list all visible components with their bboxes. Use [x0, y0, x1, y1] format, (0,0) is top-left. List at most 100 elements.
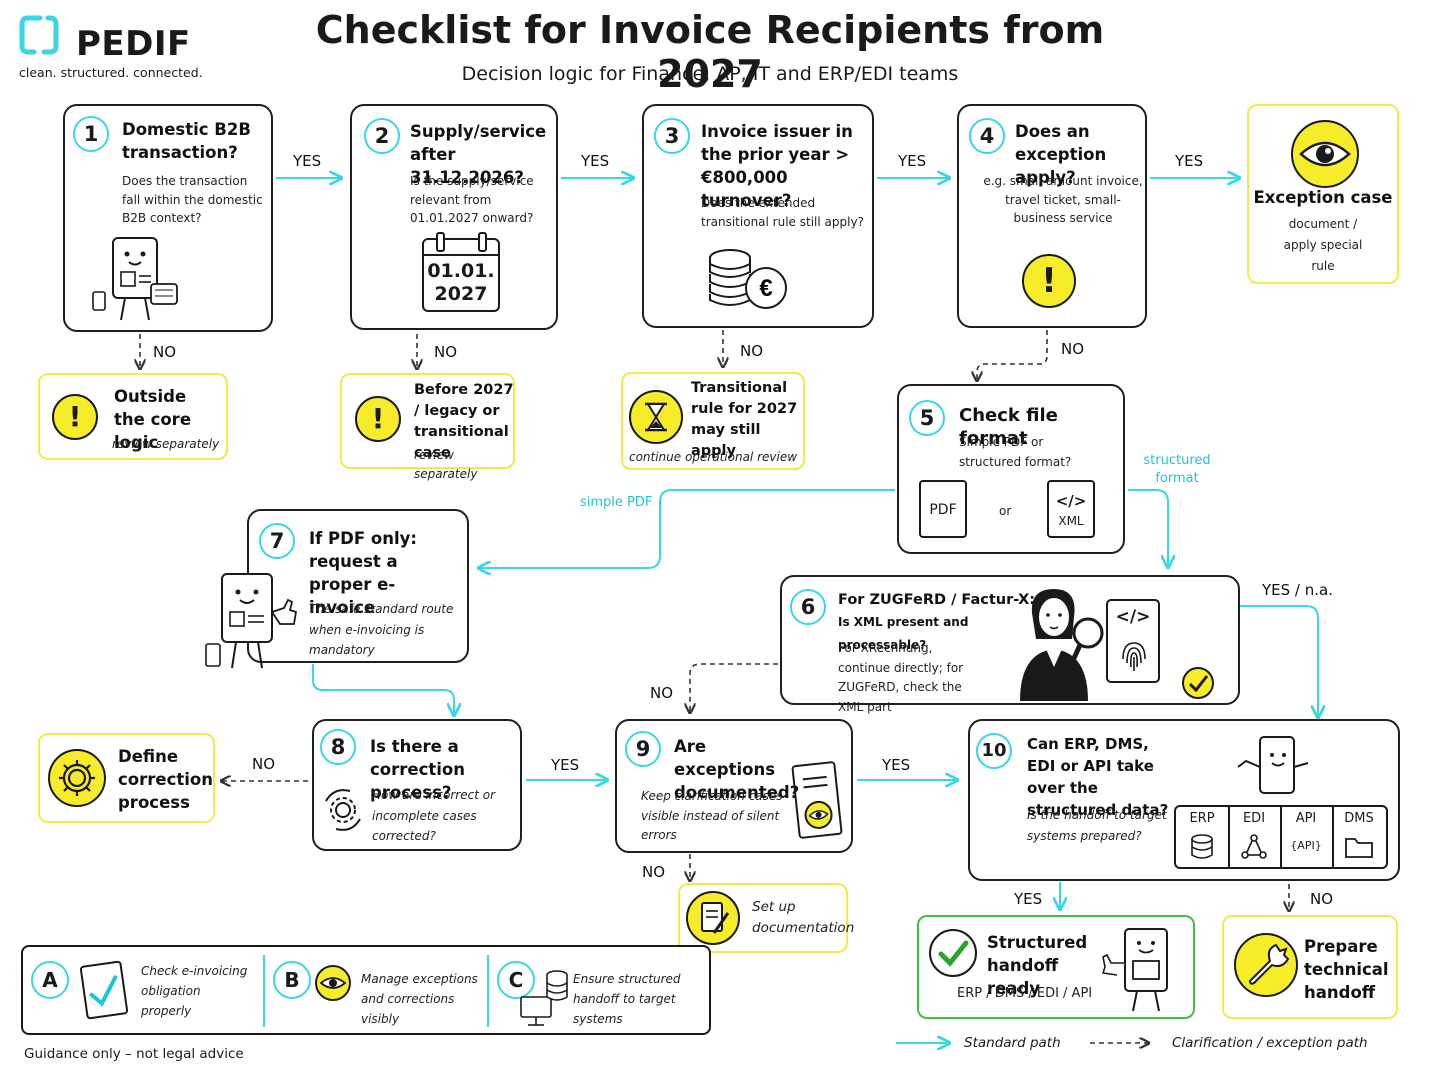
step-6-description: For XRechnung, continue directly; for ZU…: [838, 641, 964, 714]
step-5-number: 5: [909, 400, 945, 436]
exception-case-title: Exception case: [1253, 188, 1393, 207]
exclamation-icon: !: [52, 394, 98, 440]
database-monitor-icon: [520, 970, 568, 1026]
edge-1-yes-label: YES: [293, 152, 322, 170]
summary-text-c: Ensure structured handoff to target syst…: [573, 972, 681, 1026]
legal-disclaimer: Guidance only – not legal advice: [24, 1046, 244, 1062]
target-systems-panel: ERP EDI API {API} DMS: [1174, 805, 1388, 869]
edge-5-7: [480, 489, 895, 568]
wrench-icon: [1234, 933, 1298, 997]
step-3-number: 3: [654, 118, 690, 154]
handoff-ready-systems: ERP / DMS / EDI / API: [957, 986, 1093, 1001]
edge-1-no-label: NO: [153, 343, 177, 361]
summary-letter-b: B: [273, 961, 311, 999]
step-3-title: Invoice issuer in the prior year > €800,…: [701, 122, 853, 210]
system-erp-label: ERP: [1189, 811, 1215, 826]
step-5-card: 5 Check file format Simple PDF or struct…: [897, 384, 1125, 554]
step-9-description: Keep clarification cases visible instead…: [641, 789, 783, 842]
edge-structured-format-label: structured format: [1143, 453, 1211, 486]
legend-standard-path: Standard path: [964, 1035, 1061, 1051]
step-9-title: Are exceptions documented?: [674, 737, 800, 802]
step-8-title: Is there a correction process?: [370, 737, 465, 802]
xml-file-icon: </> XML: [1047, 480, 1095, 538]
outside-core-card: ! Outside the core logic review separate…: [38, 373, 228, 460]
step-8-number: 8: [320, 729, 356, 765]
eye-icon: [1291, 120, 1359, 188]
step-4-title: Does an exception apply?: [1015, 122, 1107, 187]
document-mascot-icon: [92, 237, 178, 321]
step-5-title: Check file format: [959, 405, 1058, 449]
step-9-card: 9 Are exceptions documented? Keep clarif…: [615, 719, 853, 853]
eye-icon: [803, 799, 834, 831]
exclamation-icon: !: [1022, 254, 1076, 308]
edge-4-no: [977, 330, 1048, 380]
hourglass-icon: [629, 390, 683, 444]
step-7-number: 7: [259, 523, 295, 559]
step-2-title: Supply/service after 31.12.2026?: [410, 122, 547, 187]
format-or-label: or: [999, 504, 1012, 518]
legend-exception-path: Clarification / exception path: [1172, 1035, 1368, 1051]
edge-6-no: [690, 663, 778, 712]
step-9-number: 9: [625, 731, 661, 767]
checkmark-icon: [1182, 667, 1214, 699]
outside-core-description: review separately: [112, 437, 220, 451]
step-4-number: 4: [969, 118, 1005, 154]
xml-fingerprint-doc-icon: </>: [1106, 599, 1160, 683]
code-symbol: </>: [1115, 607, 1151, 627]
step-2-number: 2: [364, 118, 400, 154]
summary-text-b: Manage exceptions and corrections visibl…: [361, 972, 478, 1026]
edge-3-no-label: NO: [740, 342, 764, 360]
brand-name: PEDIF: [76, 24, 191, 64]
coins-euro-icon: €: [709, 249, 787, 309]
step-10-description: Is the handoff to target systems prepare…: [1027, 808, 1167, 843]
exception-case-card: Exception case document / apply special …: [1247, 104, 1399, 284]
exception-case-description: document / apply special rule: [1283, 217, 1363, 273]
transitional-rule-card: Transitional rule for 2027 may still app…: [621, 372, 805, 470]
define-correction-title: Define correction process: [118, 747, 213, 812]
transitional-rule-title: Transitional rule for 2027 may still app…: [691, 380, 798, 459]
handoff-ready-card: Structured handoff ready ERP / DMS / EDI…: [917, 915, 1195, 1019]
page-title: Checklist for Invoice Recipients from 20…: [315, 8, 1105, 96]
step-10-number: 10: [976, 733, 1012, 769]
edge-2-yes-label: YES: [581, 152, 610, 170]
handoff-ready-title: Structured handoff ready: [987, 933, 1088, 998]
summary-text-a: Check e-invoicing obligation properly: [141, 964, 248, 1018]
euro-symbol: €: [759, 275, 772, 302]
summary-item-c: C Ensure structured handoff to target sy…: [489, 947, 709, 1033]
eye-document-icon: [315, 965, 351, 1001]
network-icon: [1241, 834, 1267, 859]
set-up-documentation-title: Set up documentation: [752, 899, 855, 936]
transitional-rule-description: continue operational review: [628, 450, 798, 464]
outside-core-title: Outside the core logic: [114, 387, 192, 452]
system-erp: ERP: [1176, 807, 1230, 867]
edge-5-6: [1128, 489, 1168, 566]
prepare-handoff-card: Prepare technical handoff: [1222, 915, 1398, 1019]
before-2027-card: ! Before 2027 / legacy or transitional c…: [340, 373, 515, 481]
step-1-description: Does the transaction fall within the dom…: [122, 174, 263, 225]
step-5-description: Simple PDF or structured format?: [959, 435, 1072, 469]
summary-letter-c: C: [497, 961, 535, 999]
step-4-description: e.g. small-amount invoice, travel ticket…: [983, 174, 1143, 225]
edge-6-no-label: NO: [650, 684, 674, 702]
edge-simple-pdf-label: simple PDF: [580, 495, 653, 510]
calendar-year: 2027: [434, 283, 488, 305]
system-edi-label: EDI: [1242, 811, 1266, 826]
page-subtitle: Decision logic for Finance, AP, IT and E…: [461, 63, 959, 85]
edge-2-no-label: NO: [434, 343, 458, 361]
step-10-title: Can ERP, DMS, EDI or API take over the s…: [1027, 735, 1169, 819]
edge-7-8: [312, 664, 454, 714]
step-4-card: 4 Does an exception apply? e.g. small-am…: [957, 104, 1147, 328]
system-dms: DMS: [1332, 807, 1386, 867]
step-10-card: 10 Can ERP, DMS, EDI or API take over th…: [968, 719, 1400, 881]
summary-bar: A Check e-invoicing obligation properly …: [21, 945, 711, 1035]
person-magnifier-icon: [1020, 589, 1104, 701]
fingerprint-icon: [1122, 642, 1146, 671]
edge-10-yes-label: YES: [1014, 890, 1043, 908]
folder-icon: [1345, 838, 1373, 858]
document-eye-icon: [791, 760, 843, 840]
step-3-card: 3 Invoice issuer in the prior year > €80…: [642, 104, 874, 328]
edge-4-yes-label: YES: [1175, 152, 1204, 170]
step-7-card: 7 If PDF only: request a proper e-invoic…: [247, 509, 469, 663]
checked-document-icon: [79, 960, 129, 1020]
